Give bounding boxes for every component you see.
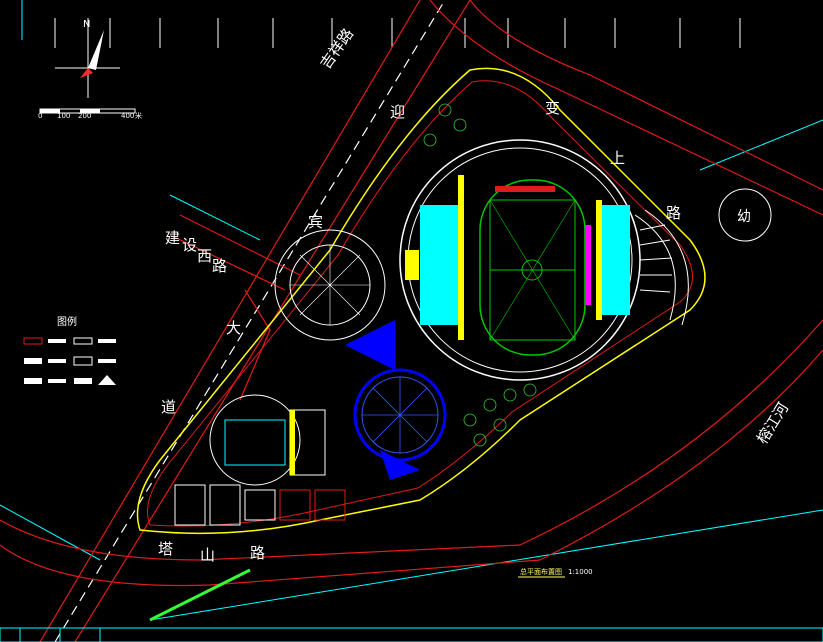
stand-west	[420, 205, 460, 325]
scale-tick-100: 100	[57, 112, 70, 120]
road-label-jian: 建	[165, 229, 180, 247]
green-walkway	[149, 568, 251, 622]
cyan-boundary-lines	[0, 0, 823, 621]
gymnasium	[345, 320, 447, 480]
caption-scale: 1:1000	[568, 568, 593, 576]
north-arrow: N	[55, 18, 120, 98]
title-block	[0, 627, 823, 642]
kindergarten-label: 幼	[737, 209, 751, 225]
stand-east	[600, 205, 630, 315]
road-label-lu-south: 路	[250, 544, 265, 562]
site-boundary	[136, 67, 706, 535]
road-label-lu-west: 路	[212, 257, 227, 275]
sports-courts	[174, 394, 346, 526]
scale-tick-200: 200	[78, 112, 91, 120]
top-grid-ticks	[54, 18, 741, 48]
road-label-bin: 宾	[308, 213, 323, 231]
road-label-ta: 塔	[158, 540, 173, 558]
stadium	[399, 139, 641, 381]
legend-title: 图例	[57, 315, 77, 328]
greenery	[423, 103, 537, 447]
legend: 图例	[23, 315, 116, 385]
caption-title: 总平面布置图	[520, 567, 562, 576]
drawing-caption: 总平面布置图 1:1000	[518, 567, 593, 578]
road-label-she: 设	[182, 236, 197, 254]
road-label-bian: 变	[545, 99, 560, 117]
scale-bar: 0 100 200 400 米	[38, 108, 142, 120]
road-label-dao: 道	[161, 398, 176, 416]
road-label-lu-east: 路	[666, 204, 681, 222]
inner-boundary	[147, 80, 693, 527]
kindergarten: 幼	[718, 188, 772, 242]
road-label-shan: 山	[200, 546, 215, 564]
scale-tick-400: 400	[121, 112, 134, 120]
scale-unit: 米	[135, 111, 142, 120]
road-label-shang: 上	[610, 149, 625, 167]
parking-east	[634, 209, 689, 326]
road-label-xi: 西	[197, 247, 212, 265]
road-label-da: 大	[226, 319, 241, 337]
north-label: N	[83, 19, 90, 30]
road-label-ying: 迎	[390, 103, 405, 121]
scale-tick-0: 0	[38, 112, 42, 120]
main-plaza	[274, 229, 386, 341]
